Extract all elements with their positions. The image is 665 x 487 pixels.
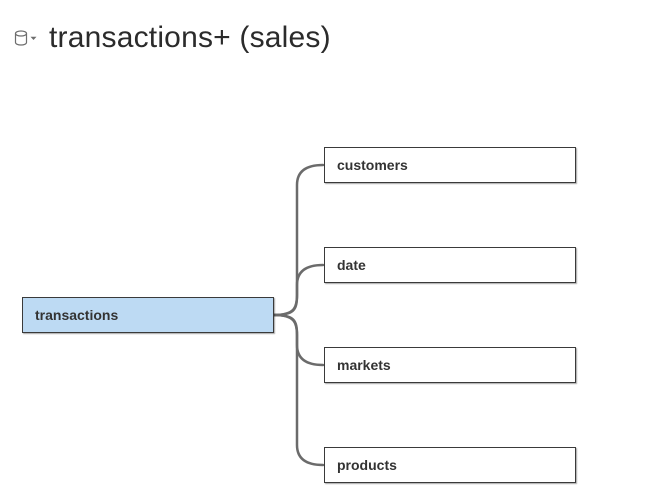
table-label: markets bbox=[337, 357, 391, 373]
table-transactions[interactable]: transactions bbox=[22, 297, 274, 333]
page-title: transactions+ (sales) bbox=[49, 21, 331, 54]
table-markets[interactable]: markets bbox=[324, 347, 576, 383]
table-label: products bbox=[337, 457, 397, 473]
connector-date bbox=[272, 263, 325, 317]
datasource-menu[interactable] bbox=[14, 30, 37, 46]
table-customers[interactable]: customers bbox=[324, 147, 576, 183]
page-header: transactions+ (sales) bbox=[14, 18, 331, 58]
table-label: customers bbox=[337, 157, 408, 173]
caret-down-icon bbox=[30, 36, 37, 41]
connector-markets bbox=[272, 313, 325, 367]
table-products[interactable]: products bbox=[324, 447, 576, 483]
table-date[interactable]: date bbox=[324, 247, 576, 283]
table-label: date bbox=[337, 257, 366, 273]
connector-products bbox=[272, 313, 325, 467]
connector-customers bbox=[272, 163, 325, 317]
table-label: transactions bbox=[35, 307, 119, 323]
database-icon bbox=[14, 30, 28, 46]
